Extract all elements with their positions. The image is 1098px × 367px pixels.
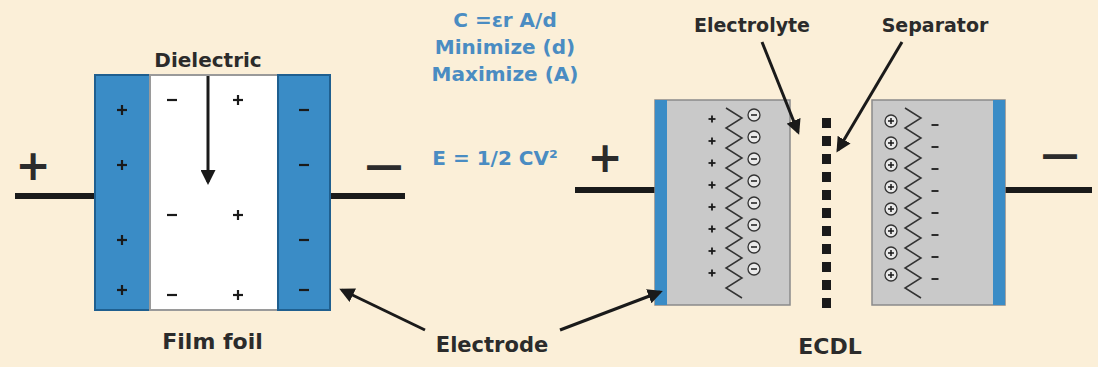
formula-text: E = 1/2 CV²	[432, 147, 557, 169]
electrode-block	[655, 100, 790, 305]
current-collector	[993, 100, 1005, 305]
film-capacitor	[15, 75, 405, 310]
charge-signs	[117, 95, 309, 300]
current-collector	[655, 100, 667, 305]
part-label: Separator	[882, 15, 989, 36]
film-foil-capacitor: Film foil	[90, 70, 335, 358]
terminal-sign: +	[15, 143, 50, 189]
terminal-wire	[330, 193, 405, 199]
part-label: Dielectric	[154, 49, 261, 71]
part-label: Electrolyte	[694, 15, 810, 36]
terminal-sign: —	[1041, 134, 1079, 176]
edlc-capacitor: ECDL	[650, 95, 1010, 363]
terminal-wire	[575, 187, 655, 193]
dielectric-layer	[150, 75, 278, 310]
caption-title: Film foil	[162, 329, 262, 354]
formula-text: Minimize (d)	[435, 36, 575, 58]
electrode-plate	[95, 75, 150, 310]
terminal-sign: —	[365, 145, 403, 187]
caption-title: ECDL	[798, 334, 861, 359]
terminal-wire	[15, 193, 95, 199]
terminal-sign: +	[587, 135, 622, 181]
terminal-wire	[1005, 187, 1092, 193]
leader-arrows	[208, 42, 902, 330]
formula-text: C =εr A/d	[453, 9, 556, 31]
ion-layers	[709, 108, 939, 298]
electrode-block	[872, 100, 1005, 305]
edlc-capacitor	[575, 100, 1092, 308]
separator-dashes	[822, 118, 831, 308]
leader-arrow	[762, 42, 798, 132]
leader-arrow	[560, 292, 660, 330]
leader-arrow	[207, 76, 210, 182]
leader-arrow	[838, 42, 902, 150]
part-label: Electrode	[436, 334, 548, 357]
formula-text: Maximize (A)	[432, 63, 579, 85]
leader-arrow	[342, 290, 425, 330]
electrode-plate	[278, 75, 330, 310]
